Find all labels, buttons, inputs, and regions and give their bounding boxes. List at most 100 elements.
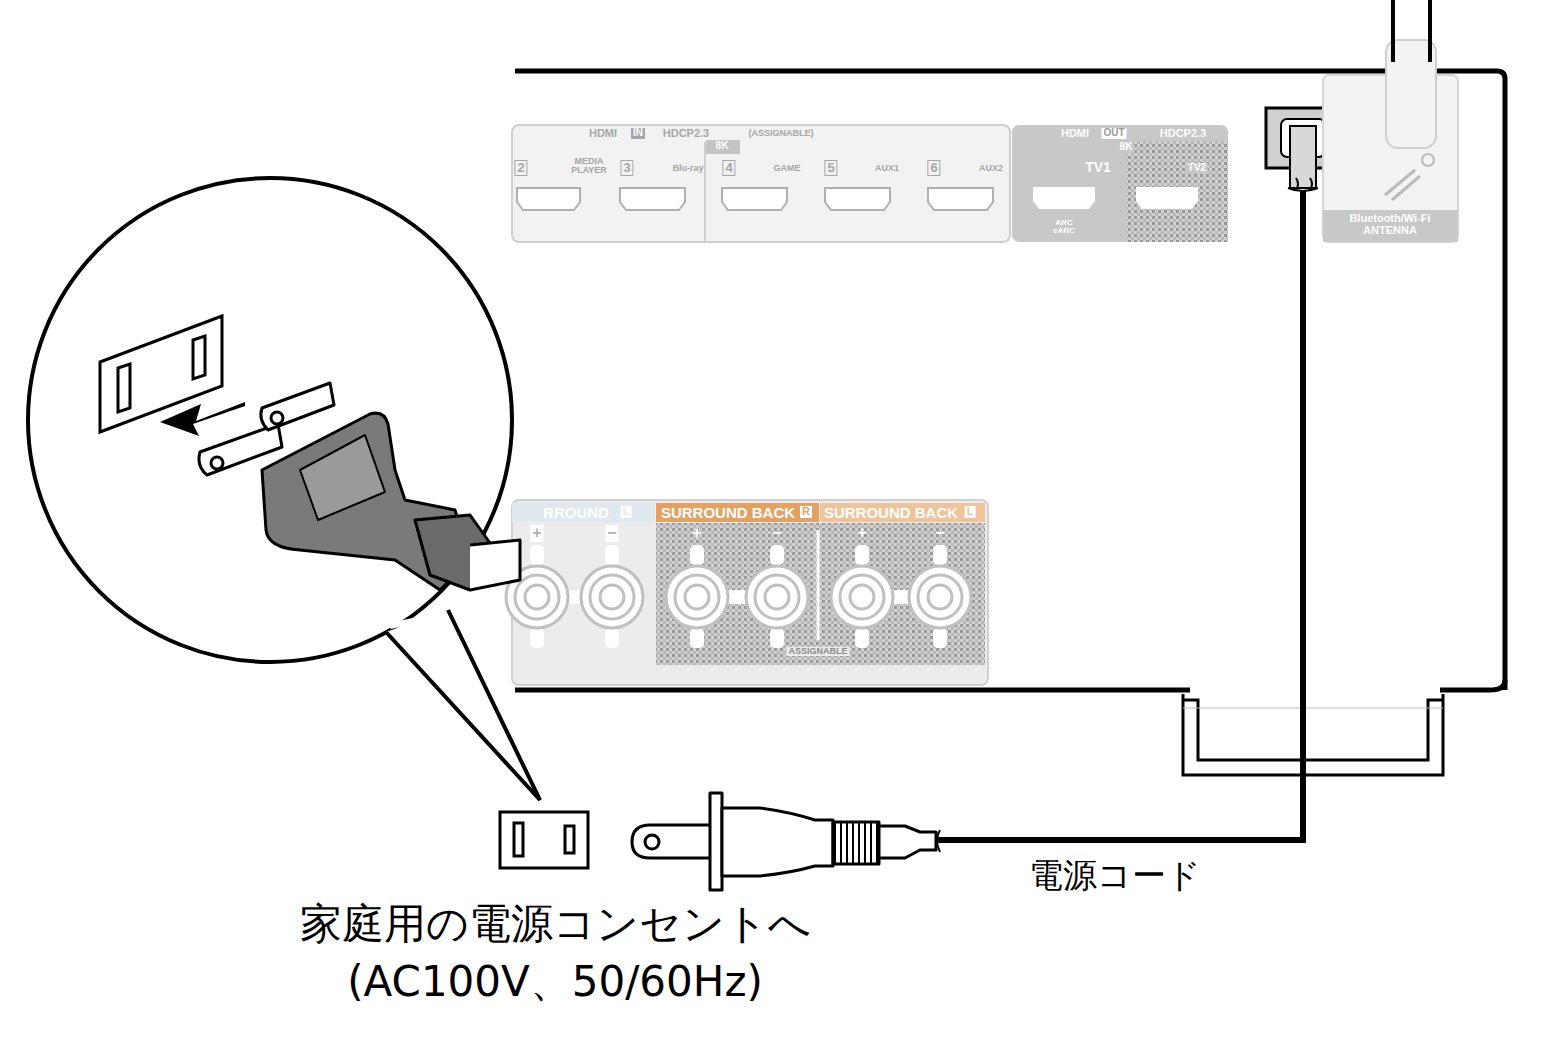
port-name: TV2	[1186, 163, 1208, 174]
antenna-module	[1385, 170, 1420, 200]
speaker-terminal	[933, 545, 947, 565]
antenna-module	[1393, 0, 1430, 62]
speaker-terminal	[831, 566, 893, 628]
port-name: MEDIA PLAYER	[566, 157, 612, 176]
wall-outlet-detail	[118, 364, 130, 412]
speaker-panel	[656, 523, 985, 665]
channel-tag: L	[965, 506, 976, 518]
hdmi-port	[722, 188, 787, 210]
insert-arrow	[160, 402, 245, 436]
speaker-panel	[820, 503, 985, 522]
resolution-tag: 8K	[1118, 142, 1135, 153]
antenna-label: Bluetooth/Wi-Fi ANTENNA	[1326, 213, 1454, 236]
speaker-panel	[512, 500, 988, 685]
plug-detail	[271, 412, 283, 424]
speaker-panel	[817, 530, 820, 640]
resolution-tag: 8K	[716, 141, 729, 152]
wall-outlet-detail	[193, 336, 205, 379]
polarity-sign: +	[857, 525, 866, 542]
plug-detail	[470, 540, 520, 590]
antenna-module	[1323, 0, 1458, 242]
speaker-terminal	[770, 628, 784, 648]
hdmi-out-panel	[1033, 187, 1095, 209]
polarity-sign: −	[935, 525, 944, 542]
antenna-module	[1323, 210, 1458, 242]
speaker-terminal	[765, 585, 789, 609]
hdmi-port	[825, 188, 890, 210]
speaker-terminal	[605, 628, 619, 648]
port-name: AUX1	[875, 164, 899, 173]
terminal-heading: SURROUND BACK	[661, 505, 795, 521]
speaker-terminal	[746, 566, 808, 628]
channel-tag: L	[621, 506, 632, 518]
terminal-note: ASSIGNABLE	[786, 647, 849, 656]
port-number: 4	[722, 160, 735, 176]
port-name: AUX2	[979, 164, 1003, 173]
power-plug	[879, 826, 936, 858]
power-plug	[722, 808, 833, 876]
speaker-terminal	[685, 585, 709, 609]
receiver-foot	[1183, 708, 1443, 709]
terminal-heading: SURROUND BACK	[824, 505, 958, 521]
hdmi-port	[517, 188, 580, 210]
speaker-panel	[656, 503, 819, 522]
power-plug	[645, 835, 659, 849]
speaker-terminal	[515, 575, 559, 619]
speaker-terminal	[770, 545, 784, 565]
speaker-terminal	[690, 628, 704, 648]
panel-heading: HDCP2.3	[1160, 128, 1206, 140]
hdmi-out-panel	[1012, 125, 1228, 242]
plug-detail	[300, 435, 385, 520]
callout-bubble	[28, 178, 512, 662]
hdmi-port	[928, 188, 993, 210]
speaker-terminal	[933, 628, 947, 648]
wall-outlet	[514, 823, 523, 856]
plug-detail	[211, 457, 223, 469]
power-cord	[935, 190, 1303, 840]
callout-bubble	[390, 614, 446, 626]
power-plug	[710, 793, 722, 890]
speaker-terminal	[855, 628, 869, 648]
speaker-terminal	[928, 585, 952, 609]
polarity-sign: +	[530, 525, 543, 542]
outlet-label: 家庭用の電源コンセントへ	[300, 902, 811, 946]
panel-heading: OUT	[1101, 128, 1126, 139]
plug-detail	[261, 383, 334, 430]
port-number: 2	[514, 160, 527, 176]
speaker-terminal	[855, 545, 869, 565]
speaker-terminal	[918, 575, 962, 619]
hdmi-in-panel	[704, 142, 706, 242]
speaker-terminal	[909, 566, 971, 628]
wall-outlet	[500, 812, 588, 868]
wall-outlet	[565, 826, 574, 853]
receiver-body	[515, 688, 1190, 693]
speaker-terminal	[666, 566, 728, 628]
receiver-foot	[1183, 694, 1443, 775]
speaker-terminal	[605, 545, 619, 565]
power-plug	[632, 825, 710, 858]
speaker-terminal	[690, 545, 704, 565]
port-name: Blu-ray	[672, 164, 703, 173]
panel-heading: IN	[631, 128, 645, 139]
power-inlet	[1290, 126, 1316, 188]
plug-detail	[199, 383, 520, 590]
speaker-terminal	[850, 585, 874, 609]
speaker-terminal	[530, 545, 544, 565]
polarity-sign: +	[692, 525, 701, 542]
speaker-terminal	[506, 545, 971, 648]
panel-heading: HDMI	[1061, 128, 1089, 140]
power-cord	[932, 178, 1312, 852]
polarity-sign: −	[772, 525, 781, 542]
polarity-sign: −	[605, 525, 618, 542]
speaker-panel	[512, 500, 988, 685]
port-name: GAME	[774, 164, 801, 173]
receiver-foot	[1183, 694, 1443, 775]
hdmi-out-panel	[1136, 187, 1198, 209]
wall-outlet-detail	[100, 316, 222, 432]
callout-bubble	[386, 610, 540, 800]
hdmi-out-panel	[1012, 125, 1228, 242]
outlet-label: (AC100V、50/60Hz)	[347, 960, 763, 1004]
port-number: 6	[927, 160, 940, 176]
terminal-heading: RROUND	[543, 505, 609, 521]
